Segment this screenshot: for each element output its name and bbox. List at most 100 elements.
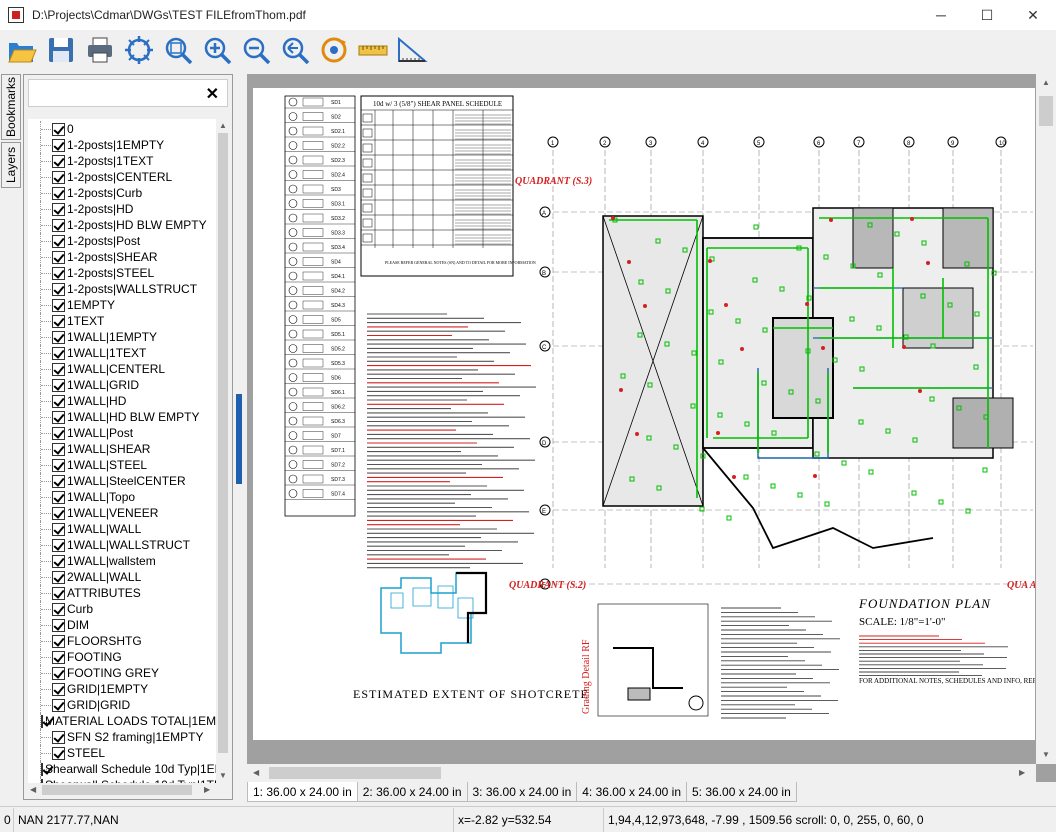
layer-visibility-checkbox[interactable] [52, 698, 65, 712]
layer-item[interactable]: 1-2posts|HD [28, 201, 216, 217]
zoom-out-button[interactable] [238, 32, 274, 68]
page-tab-3[interactable]: 3: 36.00 x 24.00 in [466, 782, 578, 802]
layer-visibility-checkbox[interactable] [52, 218, 65, 232]
layer-item[interactable]: DIM [28, 617, 216, 633]
panel-splitter[interactable] [235, 74, 243, 800]
layer-item[interactable]: 1-2posts|Post [28, 233, 216, 249]
zoom-previous-button[interactable] [277, 32, 313, 68]
layer-item[interactable]: SFN S2 framing|1EMPTY [28, 729, 216, 745]
page-tab-4[interactable]: 4: 36.00 x 24.00 in [576, 782, 687, 802]
layer-visibility-checkbox[interactable] [41, 778, 43, 783]
layer-item[interactable]: 1WALL|Post [28, 425, 216, 441]
viewer-vscroll-thumb[interactable] [1039, 96, 1053, 126]
tab-bookmarks[interactable]: Bookmarks [1, 74, 21, 140]
scroll-right-icon[interactable]: ▶ [204, 785, 211, 794]
layer-visibility-checkbox[interactable] [52, 186, 65, 200]
maximize-button[interactable]: ☐ [980, 6, 994, 23]
zoom-in-button[interactable] [199, 32, 235, 68]
page-tab-5[interactable]: 5: 36.00 x 24.00 in [686, 782, 797, 802]
layer-search-input[interactable]: ✕ [28, 79, 228, 107]
layer-visibility-checkbox[interactable] [52, 442, 65, 456]
layer-item[interactable]: 1EMPTY [28, 297, 216, 313]
layer-item[interactable]: 1WALL|wallstem [28, 553, 216, 569]
layer-item[interactable]: 1-2posts|CENTERL [28, 169, 216, 185]
layer-item[interactable]: Shearwall Schedule 10d Typ|1EMPTY [28, 761, 216, 777]
layer-item[interactable]: 1-2posts|SHEAR [28, 249, 216, 265]
clear-search-icon[interactable]: ✕ [205, 86, 219, 103]
scale-button[interactable] [394, 32, 430, 68]
save-button[interactable] [43, 32, 79, 68]
layer-item[interactable]: Curb [28, 601, 216, 617]
layer-visibility-checkbox[interactable] [52, 746, 65, 760]
layer-visibility-checkbox[interactable] [52, 234, 65, 248]
layer-item[interactable]: MATERIAL LOADS TOTAL|1EMPTY [28, 713, 216, 729]
scroll-left-icon[interactable]: ◀ [30, 785, 37, 794]
layer-item[interactable]: 1WALL|Topo [28, 489, 216, 505]
layer-item[interactable]: 1-2posts|Curb [28, 185, 216, 201]
hscrollbar-thumb[interactable] [42, 785, 192, 795]
layer-visibility-checkbox[interactable] [52, 650, 65, 664]
viewer-vscrollbar[interactable]: ▲ ▼ [1036, 74, 1056, 764]
layer-visibility-checkbox[interactable] [52, 506, 65, 520]
layer-visibility-checkbox[interactable] [52, 346, 65, 360]
layer-item[interactable]: FLOORSHTG [28, 633, 216, 649]
layer-visibility-checkbox[interactable] [52, 586, 65, 600]
scrollbar-thumb[interactable] [218, 133, 228, 753]
layer-visibility-checkbox[interactable] [52, 122, 65, 136]
layer-visibility-checkbox[interactable] [52, 618, 65, 632]
viewer-hscroll-thumb[interactable] [269, 767, 441, 779]
zoom-extents-button[interactable] [121, 32, 157, 68]
layer-item[interactable]: 1WALL|SHEAR [28, 441, 216, 457]
layer-item[interactable]: 1WALL|CENTERL [28, 361, 216, 377]
layer-visibility-checkbox[interactable] [52, 666, 65, 680]
layer-visibility-checkbox[interactable] [52, 314, 65, 328]
layer-item[interactable]: 1WALL|WALL [28, 521, 216, 537]
layer-item[interactable]: 1WALL|GRID [28, 377, 216, 393]
layer-item[interactable]: 1TEXT [28, 313, 216, 329]
layer-item[interactable]: 1-2posts|1TEXT [28, 153, 216, 169]
layer-visibility-checkbox[interactable] [52, 378, 65, 392]
layer-item[interactable]: 1WALL|WALLSTRUCT [28, 537, 216, 553]
layer-visibility-checkbox[interactable] [41, 714, 43, 728]
layer-visibility-checkbox[interactable] [52, 730, 65, 744]
layer-item[interactable]: 1WALL|VENEER [28, 505, 216, 521]
layer-visibility-checkbox[interactable] [52, 538, 65, 552]
page-tab-1[interactable]: 1: 36.00 x 24.00 in [247, 782, 358, 802]
layer-visibility-checkbox[interactable] [52, 298, 65, 312]
layer-list-scrollbar[interactable]: ▲ ▼ [216, 119, 230, 783]
layer-item[interactable]: Shearwall Schedule 10d Typ|1TEXT [28, 777, 216, 783]
layer-visibility-checkbox[interactable] [52, 602, 65, 616]
layer-visibility-checkbox[interactable] [41, 762, 43, 776]
splitter-handle[interactable] [236, 394, 242, 484]
layer-item[interactable]: 0 [28, 121, 216, 137]
layer-item[interactable]: 1-2posts|STEEL [28, 265, 216, 281]
layer-item[interactable]: 1-2posts|1EMPTY [28, 137, 216, 153]
layer-visibility-checkbox[interactable] [52, 330, 65, 344]
zoom-window-button[interactable] [160, 32, 196, 68]
layer-item[interactable]: FOOTING [28, 649, 216, 665]
layer-visibility-checkbox[interactable] [52, 522, 65, 536]
open-button[interactable] [4, 32, 40, 68]
layer-item[interactable]: STEEL [28, 745, 216, 761]
viewer-scroll-right-icon[interactable]: ▶ [1019, 768, 1026, 777]
layer-item[interactable]: GRID|GRID [28, 697, 216, 713]
layer-item[interactable]: 1WALL|1EMPTY [28, 329, 216, 345]
measure-button[interactable] [355, 32, 391, 68]
layer-visibility-checkbox[interactable] [52, 250, 65, 264]
viewer-scroll-up-icon[interactable]: ▲ [1042, 78, 1050, 87]
viewer-scroll-left-icon[interactable]: ◀ [253, 768, 260, 777]
layer-item[interactable]: 2WALL|WALL [28, 569, 216, 585]
layer-visibility-checkbox[interactable] [52, 474, 65, 488]
layer-visibility-checkbox[interactable] [52, 426, 65, 440]
layer-visibility-checkbox[interactable] [52, 634, 65, 648]
layer-item[interactable]: ATTRIBUTES [28, 585, 216, 601]
print-button[interactable] [82, 32, 118, 68]
layer-visibility-checkbox[interactable] [52, 490, 65, 504]
layer-item[interactable]: 1WALL|HD [28, 393, 216, 409]
viewer-hscrollbar[interactable]: ◀ ▶ [247, 764, 1036, 782]
layer-item[interactable]: GRID|1EMPTY [28, 681, 216, 697]
layer-item[interactable]: FOOTING GREY [28, 665, 216, 681]
layer-visibility-checkbox[interactable] [52, 570, 65, 584]
close-button[interactable]: ✕ [1027, 6, 1039, 23]
